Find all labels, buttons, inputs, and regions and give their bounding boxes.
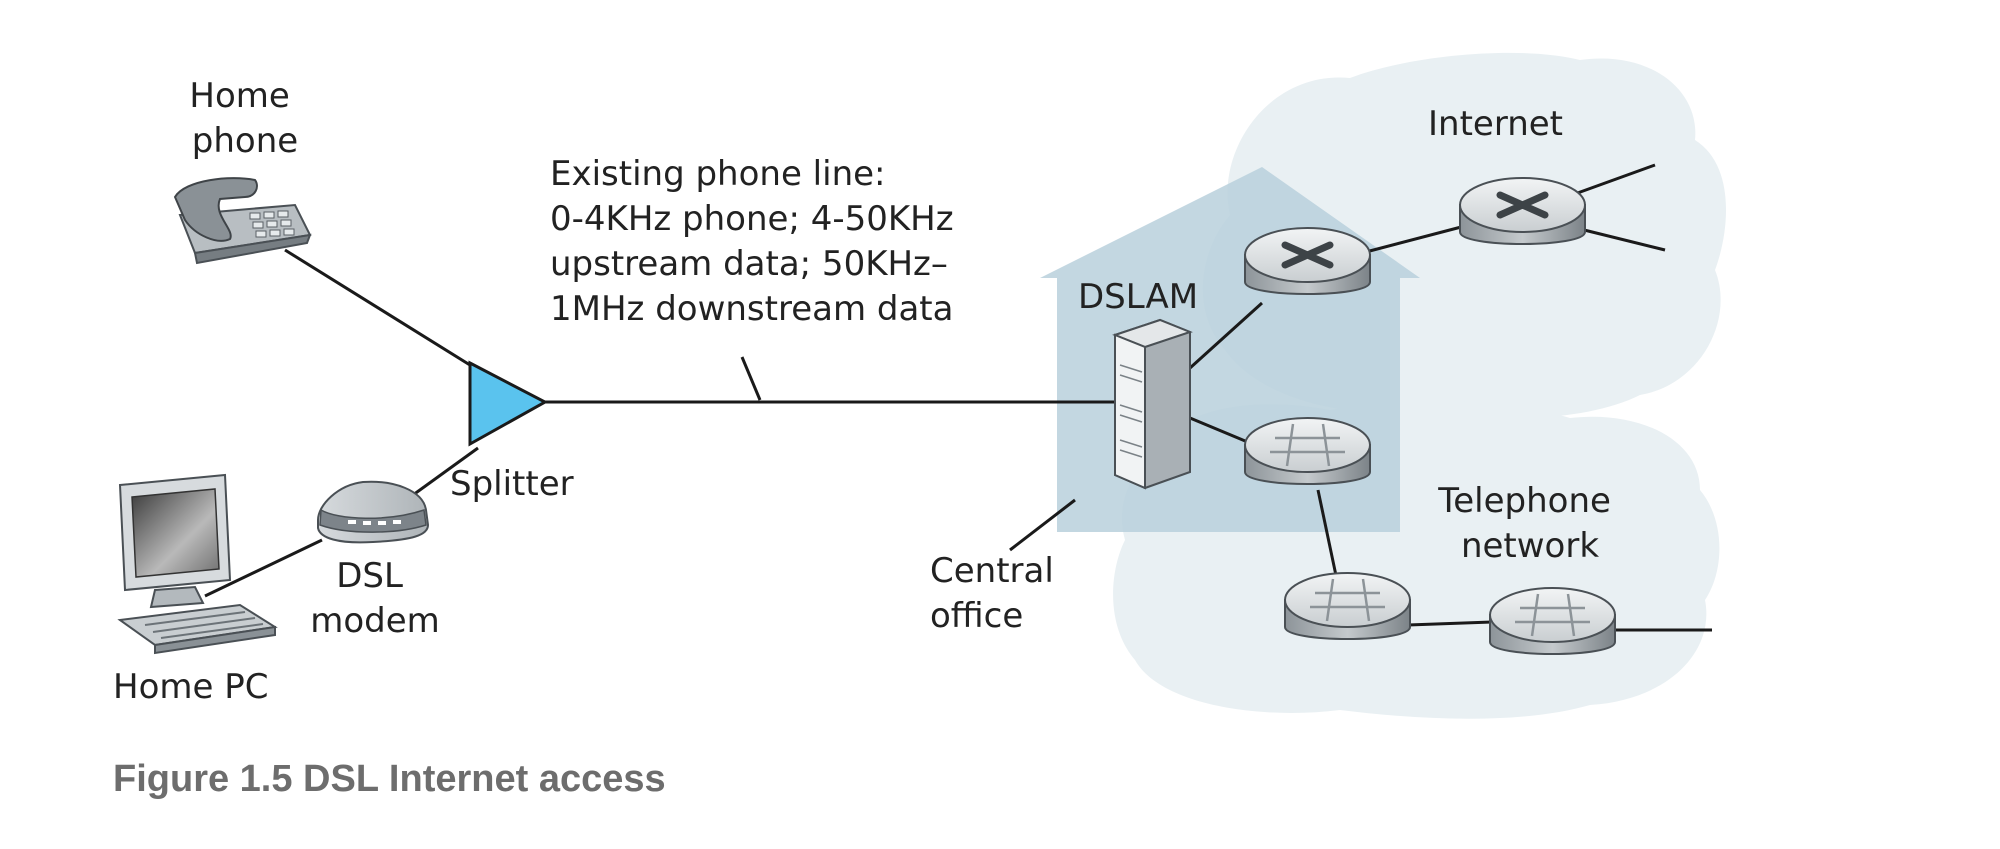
- telephone-switch-3-icon: [1489, 587, 1616, 655]
- home-pc-label: Home PC: [113, 667, 268, 707]
- connection-lines: [204, 163, 1712, 632]
- dslam-to-telephone-switch: [1189, 416, 1251, 445]
- home-phone-icon: [173, 177, 312, 265]
- telephone-switch-2-icon: [1284, 572, 1411, 640]
- figure-caption: Figure 1.5 DSL Internet access: [113, 758, 666, 800]
- home-pc-icon: [117, 473, 278, 655]
- internet-label: Internet: [1428, 104, 1563, 144]
- splitter-icon: [468, 360, 549, 447]
- dslam-to-internet-router: [1188, 301, 1264, 370]
- central-office-label: Central office: [930, 551, 1065, 636]
- telephone-switch-1-icon: [1244, 417, 1371, 485]
- phone-line-label-pointer: [740, 356, 762, 401]
- internet-router-out-2: [1571, 225, 1666, 252]
- splitter-label: Splitter: [450, 464, 574, 504]
- home-phone-label: Home phone: [189, 76, 300, 161]
- phone-line-label: Existing phone line: 0-4KHz phone; 4-50K…: [550, 154, 964, 329]
- internet-router-1-icon: [1244, 227, 1371, 295]
- internet-router-out-1: [1571, 163, 1656, 197]
- dslam-icon: [1112, 318, 1193, 490]
- telephone-network-label: Telephone network: [1437, 481, 1622, 566]
- phone-to-splitter-line: [284, 248, 479, 372]
- internet-router-2-icon: [1459, 177, 1586, 245]
- central-office-label-pointer: [1009, 498, 1076, 552]
- telephone-switch-link-down: [1316, 489, 1340, 586]
- internet-router-link: [1361, 224, 1466, 255]
- dsl-modem-icon: [317, 480, 430, 544]
- telephone-switch-link-right: [1407, 620, 1493, 627]
- dslam-label: DSLAM: [1078, 277, 1198, 317]
- dsl-modem-label: DSL modem: [310, 556, 440, 641]
- pc-to-modem-line: [204, 538, 323, 598]
